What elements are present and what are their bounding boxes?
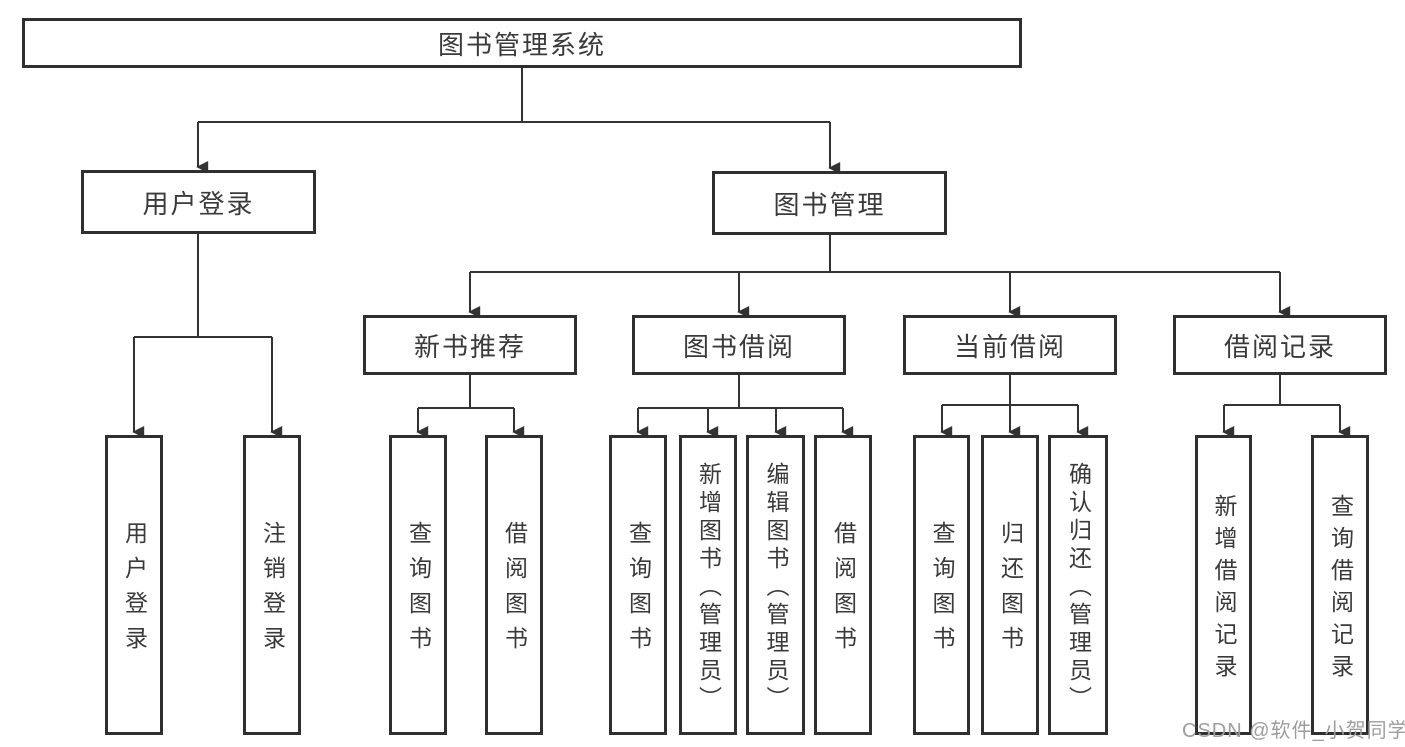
leaf-return-books: 归还图书 — [981, 435, 1039, 735]
leaf-query-books-1: 查询图书 — [389, 435, 447, 735]
leaf-query-books-1-label: 查询图书 — [405, 521, 432, 661]
leaf-confirm-return-admin: 确认归还（管理员） — [1048, 435, 1108, 735]
leaf-user-login-label: 用户登录 — [121, 521, 148, 661]
node-borrowing-records-label: 借阅记录 — [1223, 331, 1336, 362]
leaf-borrow-books-2: 借阅图书 — [814, 435, 872, 735]
node-user-login-label: 用户登录 — [142, 188, 255, 219]
node-book-borrowing-label: 图书借阅 — [682, 331, 795, 362]
node-book-management-label: 图书管理 — [773, 189, 886, 220]
leaf-edit-book-admin: 编辑图书（管理员） — [746, 435, 805, 735]
watermark: CSDN @软件_小贺同学 — [1182, 720, 1405, 742]
node-root: 图书管理系统 — [22, 18, 1022, 68]
leaf-add-borrow-record-label: 新增借阅记录 — [1211, 493, 1237, 686]
node-user-login: 用户登录 — [81, 170, 316, 234]
node-current-borrowing: 当前借阅 — [903, 315, 1117, 375]
leaf-return-books-label: 归还图书 — [997, 521, 1024, 661]
node-current-borrowing-label: 当前借阅 — [953, 331, 1066, 362]
leaf-borrow-books-2-label: 借阅图书 — [830, 521, 857, 661]
leaf-query-books-2-label: 查询图书 — [625, 521, 652, 661]
leaf-confirm-return-admin-label: 确认归还（管理员） — [1065, 461, 1092, 714]
node-new-book-recommendation: 新书推荐 — [363, 315, 577, 375]
leaf-query-borrow-record: 查询借阅记录 — [1311, 435, 1369, 735]
leaf-borrow-books-1: 借阅图书 — [485, 435, 543, 735]
node-new-book-recommendation-label: 新书推荐 — [413, 331, 526, 362]
node-book-management: 图书管理 — [712, 171, 947, 235]
node-root-label: 图书管理系统 — [437, 29, 606, 60]
leaf-logout-login: 注销登录 — [243, 435, 301, 735]
leaf-query-books-3: 查询图书 — [913, 435, 970, 735]
leaf-borrow-books-1-label: 借阅图书 — [501, 521, 528, 661]
leaf-query-books-2: 查询图书 — [609, 435, 667, 735]
leaf-query-books-3-label: 查询图书 — [929, 521, 955, 661]
node-book-borrowing: 图书借阅 — [632, 315, 846, 375]
leaf-query-borrow-record-label: 查询借阅记录 — [1327, 493, 1354, 686]
leaf-edit-book-admin-label: 编辑图书（管理员） — [763, 461, 789, 714]
leaf-user-login: 用户登录 — [105, 435, 163, 735]
leaf-logout-login-label: 注销登录 — [259, 521, 286, 661]
leaf-add-book-admin-label: 新增图书（管理员） — [695, 461, 722, 714]
leaf-add-borrow-record: 新增借阅记录 — [1195, 435, 1252, 735]
node-borrowing-records: 借阅记录 — [1173, 315, 1387, 375]
leaf-add-book-admin: 新增图书（管理员） — [679, 435, 737, 735]
